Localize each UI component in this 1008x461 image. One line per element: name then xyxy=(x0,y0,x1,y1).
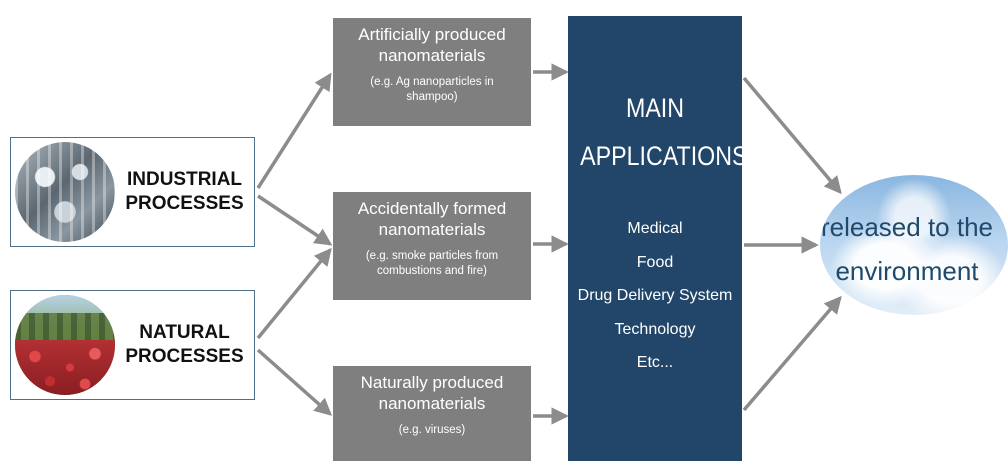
arrow-industrial-to-artificial xyxy=(256,72,332,189)
industrial-label-line2: PROCESSES xyxy=(125,193,244,214)
natural-label-line2: PROCESSES xyxy=(125,346,244,367)
environment-label: released to the environment xyxy=(820,205,1008,293)
industrial-processes-box: INDUSTRIAL PROCESSES xyxy=(10,137,255,247)
accidental-nanomaterials-box: Accidentally formed nanomaterials (e.g. … xyxy=(333,192,531,300)
natural-example-line1: (e.g. viruses) xyxy=(398,424,466,436)
arrow-natural-to-accidental xyxy=(256,247,332,340)
applications-title-line1: MAIN xyxy=(625,93,685,123)
environment-oval: released to the environment xyxy=(820,175,1008,315)
environment-label-line1: released to the xyxy=(820,212,993,242)
natural-label-line1: NATURAL xyxy=(139,322,230,344)
accidental-example-line1: (e.g. smoke particles from xyxy=(365,250,499,262)
accidental-title-line1: Accidentally formed xyxy=(357,199,507,218)
accidental-title-line2: nanomaterials xyxy=(378,220,486,239)
application-item: Technology xyxy=(614,320,696,338)
natural-example: (e.g. viruses) xyxy=(339,423,525,438)
industrial-label-line1: INDUSTRIAL xyxy=(126,169,243,191)
natural-title-line1: Naturally produced xyxy=(360,373,504,392)
artificial-nanomaterials-box: Artificially produced nanomaterials (e.g… xyxy=(333,18,531,126)
application-item: Medical xyxy=(627,220,683,237)
natural-processes-box: NATURAL PROCESSES xyxy=(10,290,255,400)
application-item: Etc... xyxy=(636,354,674,371)
natural-processes-label: NATURAL PROCESSES xyxy=(119,291,250,399)
arrow-applications-to-environment-bottom xyxy=(742,295,842,412)
main-applications-box: MAIN APPLICATIONS Medical Food Drug Deli… xyxy=(568,16,748,461)
natural-image xyxy=(15,295,115,395)
artificial-example-line2: shampoo) xyxy=(406,91,458,103)
natural-nanomaterials-box: Naturally produced nanomaterials (e.g. v… xyxy=(333,366,531,461)
artificial-example: (e.g. Ag nanoparticles in shampoo) xyxy=(339,75,525,105)
natural-title-line2: nanomaterials xyxy=(378,394,486,413)
environment-label-line2: environment xyxy=(835,256,979,286)
arrow-applications-to-environment-top xyxy=(742,76,842,195)
applications-title-line2: APPLICATIONS xyxy=(580,141,748,171)
accidental-example-line2: combustions and fire) xyxy=(377,265,487,277)
application-item: Drug Delivery System xyxy=(577,287,733,304)
arrow-industrial-to-accidental xyxy=(257,194,333,246)
artificial-example-line1: (e.g. Ag nanoparticles in xyxy=(370,76,494,88)
artificial-title-line2: nanomaterials xyxy=(378,46,486,65)
accidental-example: (e.g. smoke particles from combustions a… xyxy=(339,249,525,279)
artificial-title-line1: Artificially produced xyxy=(358,25,506,44)
industrial-image xyxy=(15,142,115,242)
application-item: Food xyxy=(636,253,674,271)
applications-list: Medical Food Drug Delivery System Techno… xyxy=(568,212,742,380)
industrial-processes-label: INDUSTRIAL PROCESSES xyxy=(119,138,250,246)
arrow-natural-to-natural xyxy=(256,348,333,416)
